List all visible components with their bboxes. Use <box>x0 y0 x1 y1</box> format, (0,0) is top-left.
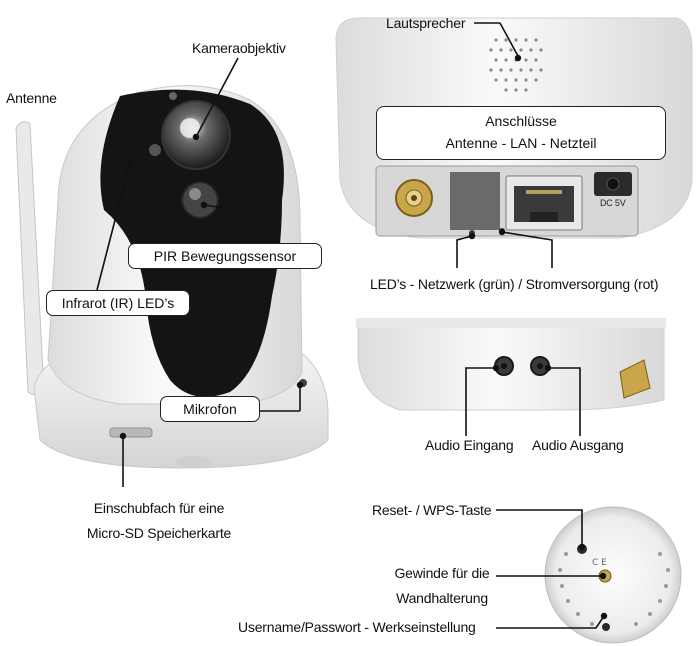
antenna-shape <box>15 121 45 396</box>
label-reset: Reset- / WPS-Taste <box>372 502 492 518</box>
camera-bottom-view: C E <box>544 506 682 644</box>
factory-label-hole <box>602 623 610 631</box>
camera-connectors-view <box>335 17 693 239</box>
label-audio-ausgang: Audio Ausgang <box>532 437 624 453</box>
label-gewinde-line2: Wandhalterung <box>396 590 488 606</box>
label-pir: PIR Bewegungssensor <box>128 243 322 269</box>
label-mikrofon: Mikrofon <box>160 396 260 422</box>
label-gewinde: Gewinde für die Wandhalterung <box>380 565 504 607</box>
label-anschluesse-title: Anschlüsse <box>485 113 557 129</box>
label-einschubfach-line1: Einschubfach für eine <box>93 500 225 516</box>
label-kameraobjektiv: Kameraobjektiv <box>192 40 286 56</box>
svg-text:C E: C E <box>592 558 607 568</box>
label-einschubfach-line2: Micro-SD Speicherkarte <box>86 525 232 541</box>
label-username: Username/Passwort - Werkseinstellung <box>238 619 476 635</box>
leader-lines <box>96 22 605 629</box>
antenna-connector <box>395 179 433 217</box>
speaker-grille <box>489 38 543 92</box>
pir-sensor <box>181 181 219 219</box>
label-gewinde-line1: Gewinde für die <box>394 565 490 581</box>
camera-audio-view <box>356 318 666 411</box>
label-audio-eingang: Audio Eingang <box>425 437 514 453</box>
label-leds: LED’s - Netzwerk (grün) / Stromversorgun… <box>370 276 659 292</box>
label-anschluesse-sub: Antenne - LAN - Netzteil <box>445 135 597 151</box>
lan-port <box>450 172 583 231</box>
sd-slot <box>109 427 153 438</box>
label-lautsprecher: Lautsprecher <box>386 15 466 31</box>
label-einschubfach: Einschubfach für eine Micro-SD Speicherk… <box>64 500 254 542</box>
label-dc: DC 5V <box>600 198 626 208</box>
leader-dots <box>119 54 608 620</box>
label-infrarot: Infrarot (IR) LED’s <box>46 290 190 316</box>
label-anschluesse: Anschlüsse Antenne - LAN - Netzteil <box>376 106 666 160</box>
bottom-vent-holes <box>558 552 670 626</box>
label-antenne: Antenne <box>6 90 57 106</box>
dc-jack <box>594 172 632 196</box>
